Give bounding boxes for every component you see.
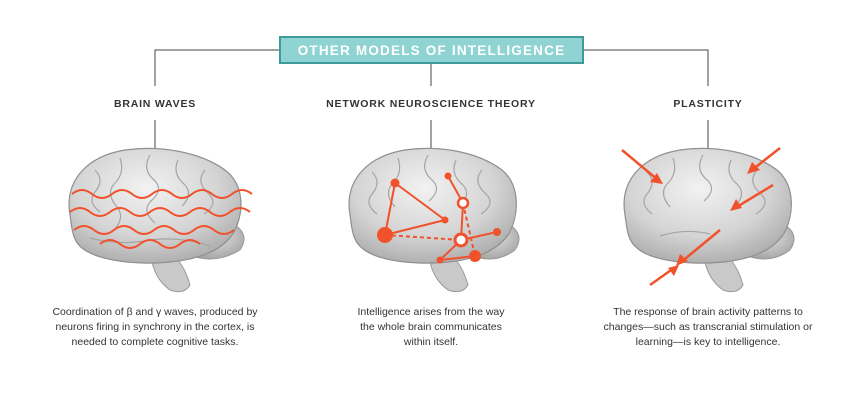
column-title-brain-waves: BRAIN WAVES [113,98,197,110]
column-title-plasticity: PLASTICITY [673,98,743,110]
description-line: the whole brain communicates [360,321,502,333]
description-line: The response of brain activity patterns … [613,306,803,318]
network-neuroscience-illustration [348,147,520,293]
brain-waves-illustration [68,147,253,293]
description-line: learning—is key to intelligence. [635,336,781,348]
description-line: needed to complete cognitive tasks. [71,336,239,348]
description-line: changes—such as transcranial stimulation… [603,321,813,333]
diagram-title: OTHER MODELS OF INTELLIGENCE [279,36,584,64]
description-line: within itself. [403,336,459,348]
diagram-title-text: OTHER MODELS OF INTELLIGENCE [297,42,566,58]
description-line: neurons firing in synchrony in the corte… [55,321,255,333]
description-network-neuroscience: Intelligence arises from the way the who… [331,305,531,350]
description-line: Coordination of β and γ waves, produced … [52,306,258,318]
description-plasticity: The response of brain activity patterns … [573,305,843,350]
plasticity-illustration [621,147,795,293]
description-brain-waves: Coordination of β and γ waves, produced … [20,305,290,350]
description-line: Intelligence arises from the way [357,306,505,318]
column-title-network-neuroscience: NETWORK NEUROSCIENCE THEORY [326,98,536,110]
